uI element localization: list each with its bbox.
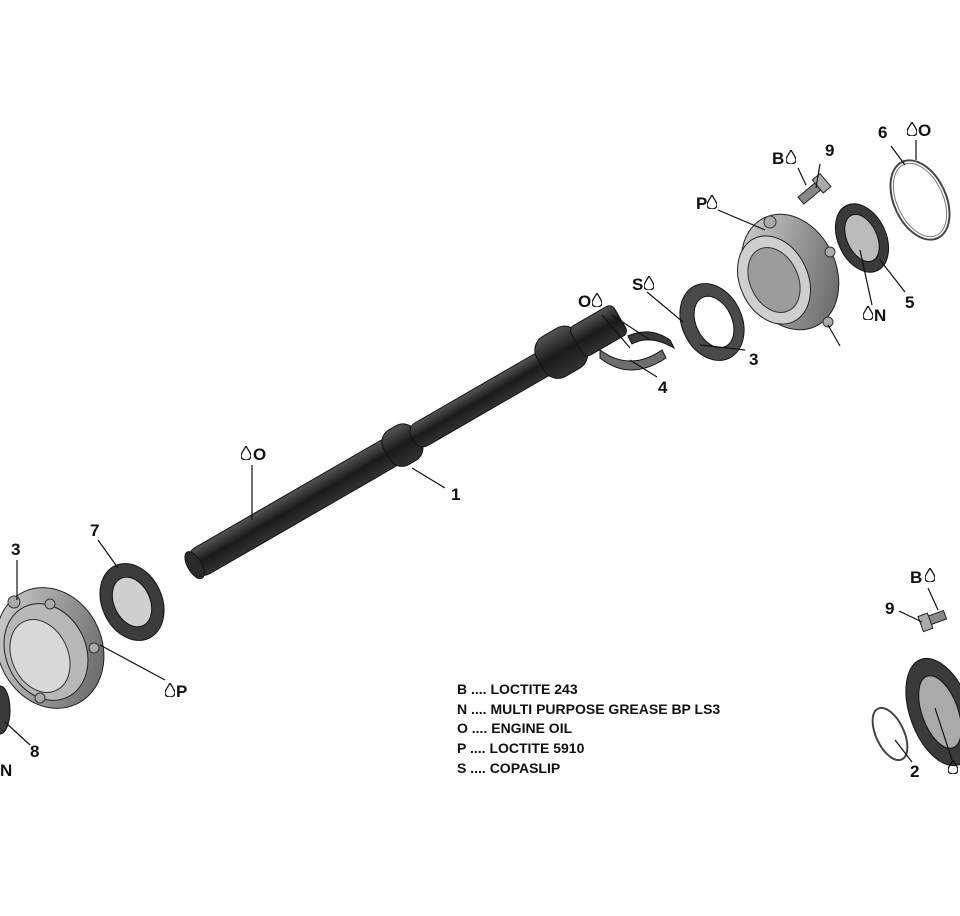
drop-icon	[592, 293, 602, 307]
callout-6: 6	[878, 123, 887, 142]
lubricant-legend: B .... LOCTITE 243 N .... MULTI PURPOSE …	[457, 680, 720, 779]
legend-row-s: S .... COPASLIP	[457, 759, 561, 776]
drop-icon	[707, 195, 717, 209]
drop-icon	[925, 568, 935, 582]
lube-mark-o: O	[253, 445, 266, 464]
legend-row-b: B .... LOCTITE 243	[457, 681, 578, 697]
callout-2: 2	[910, 762, 919, 781]
callout-8: 8	[30, 742, 39, 761]
callout-9: 9	[885, 599, 894, 618]
lube-mark-n: N	[0, 761, 12, 780]
callout-9: 9	[825, 141, 834, 160]
lube-mark-n: N	[874, 306, 886, 325]
legend-row-o: O .... ENGINE OIL	[457, 720, 573, 737]
lube-mark-p: P	[696, 194, 707, 213]
callout-4: 4	[658, 378, 668, 397]
screw-right	[917, 609, 948, 633]
seal-5	[834, 203, 890, 273]
drop-icon	[644, 276, 654, 290]
lube-mark-b: B	[910, 568, 922, 587]
callout-7: 7	[90, 521, 99, 540]
callout-3: 3	[11, 540, 20, 559]
callout-1: 1	[451, 485, 460, 504]
housing-top	[737, 213, 840, 331]
callout-3: 3	[749, 350, 758, 369]
drop-icon	[165, 683, 175, 697]
lube-mark-b: B	[772, 149, 784, 168]
legend-row-n: N .... MULTI PURPOSE GREASE BP LS3	[457, 700, 721, 717]
lube-mark-o: O	[918, 121, 931, 140]
leader-lines	[4, 140, 953, 763]
o-ring-6	[889, 159, 951, 241]
drop-icon	[863, 306, 873, 320]
seal-right	[905, 657, 960, 767]
lube-mark-s: S	[632, 275, 643, 294]
seal-8	[0, 685, 11, 735]
drop-icon	[241, 446, 251, 460]
seal-top	[679, 283, 745, 361]
drop-icon	[786, 150, 796, 164]
lube-mark-o: O	[578, 292, 591, 311]
callout-5: 5	[905, 293, 914, 312]
circlip-2	[871, 706, 909, 762]
bearing-7	[99, 563, 165, 641]
housing-left	[0, 587, 105, 709]
legend-row-p: P .... LOCTITE 5910	[457, 740, 585, 757]
drop-icon	[907, 122, 917, 136]
drive-shaft	[184, 305, 627, 580]
lube-mark-p: P	[176, 682, 187, 701]
screw-top	[797, 172, 832, 205]
bearing-shells	[599, 331, 676, 371]
